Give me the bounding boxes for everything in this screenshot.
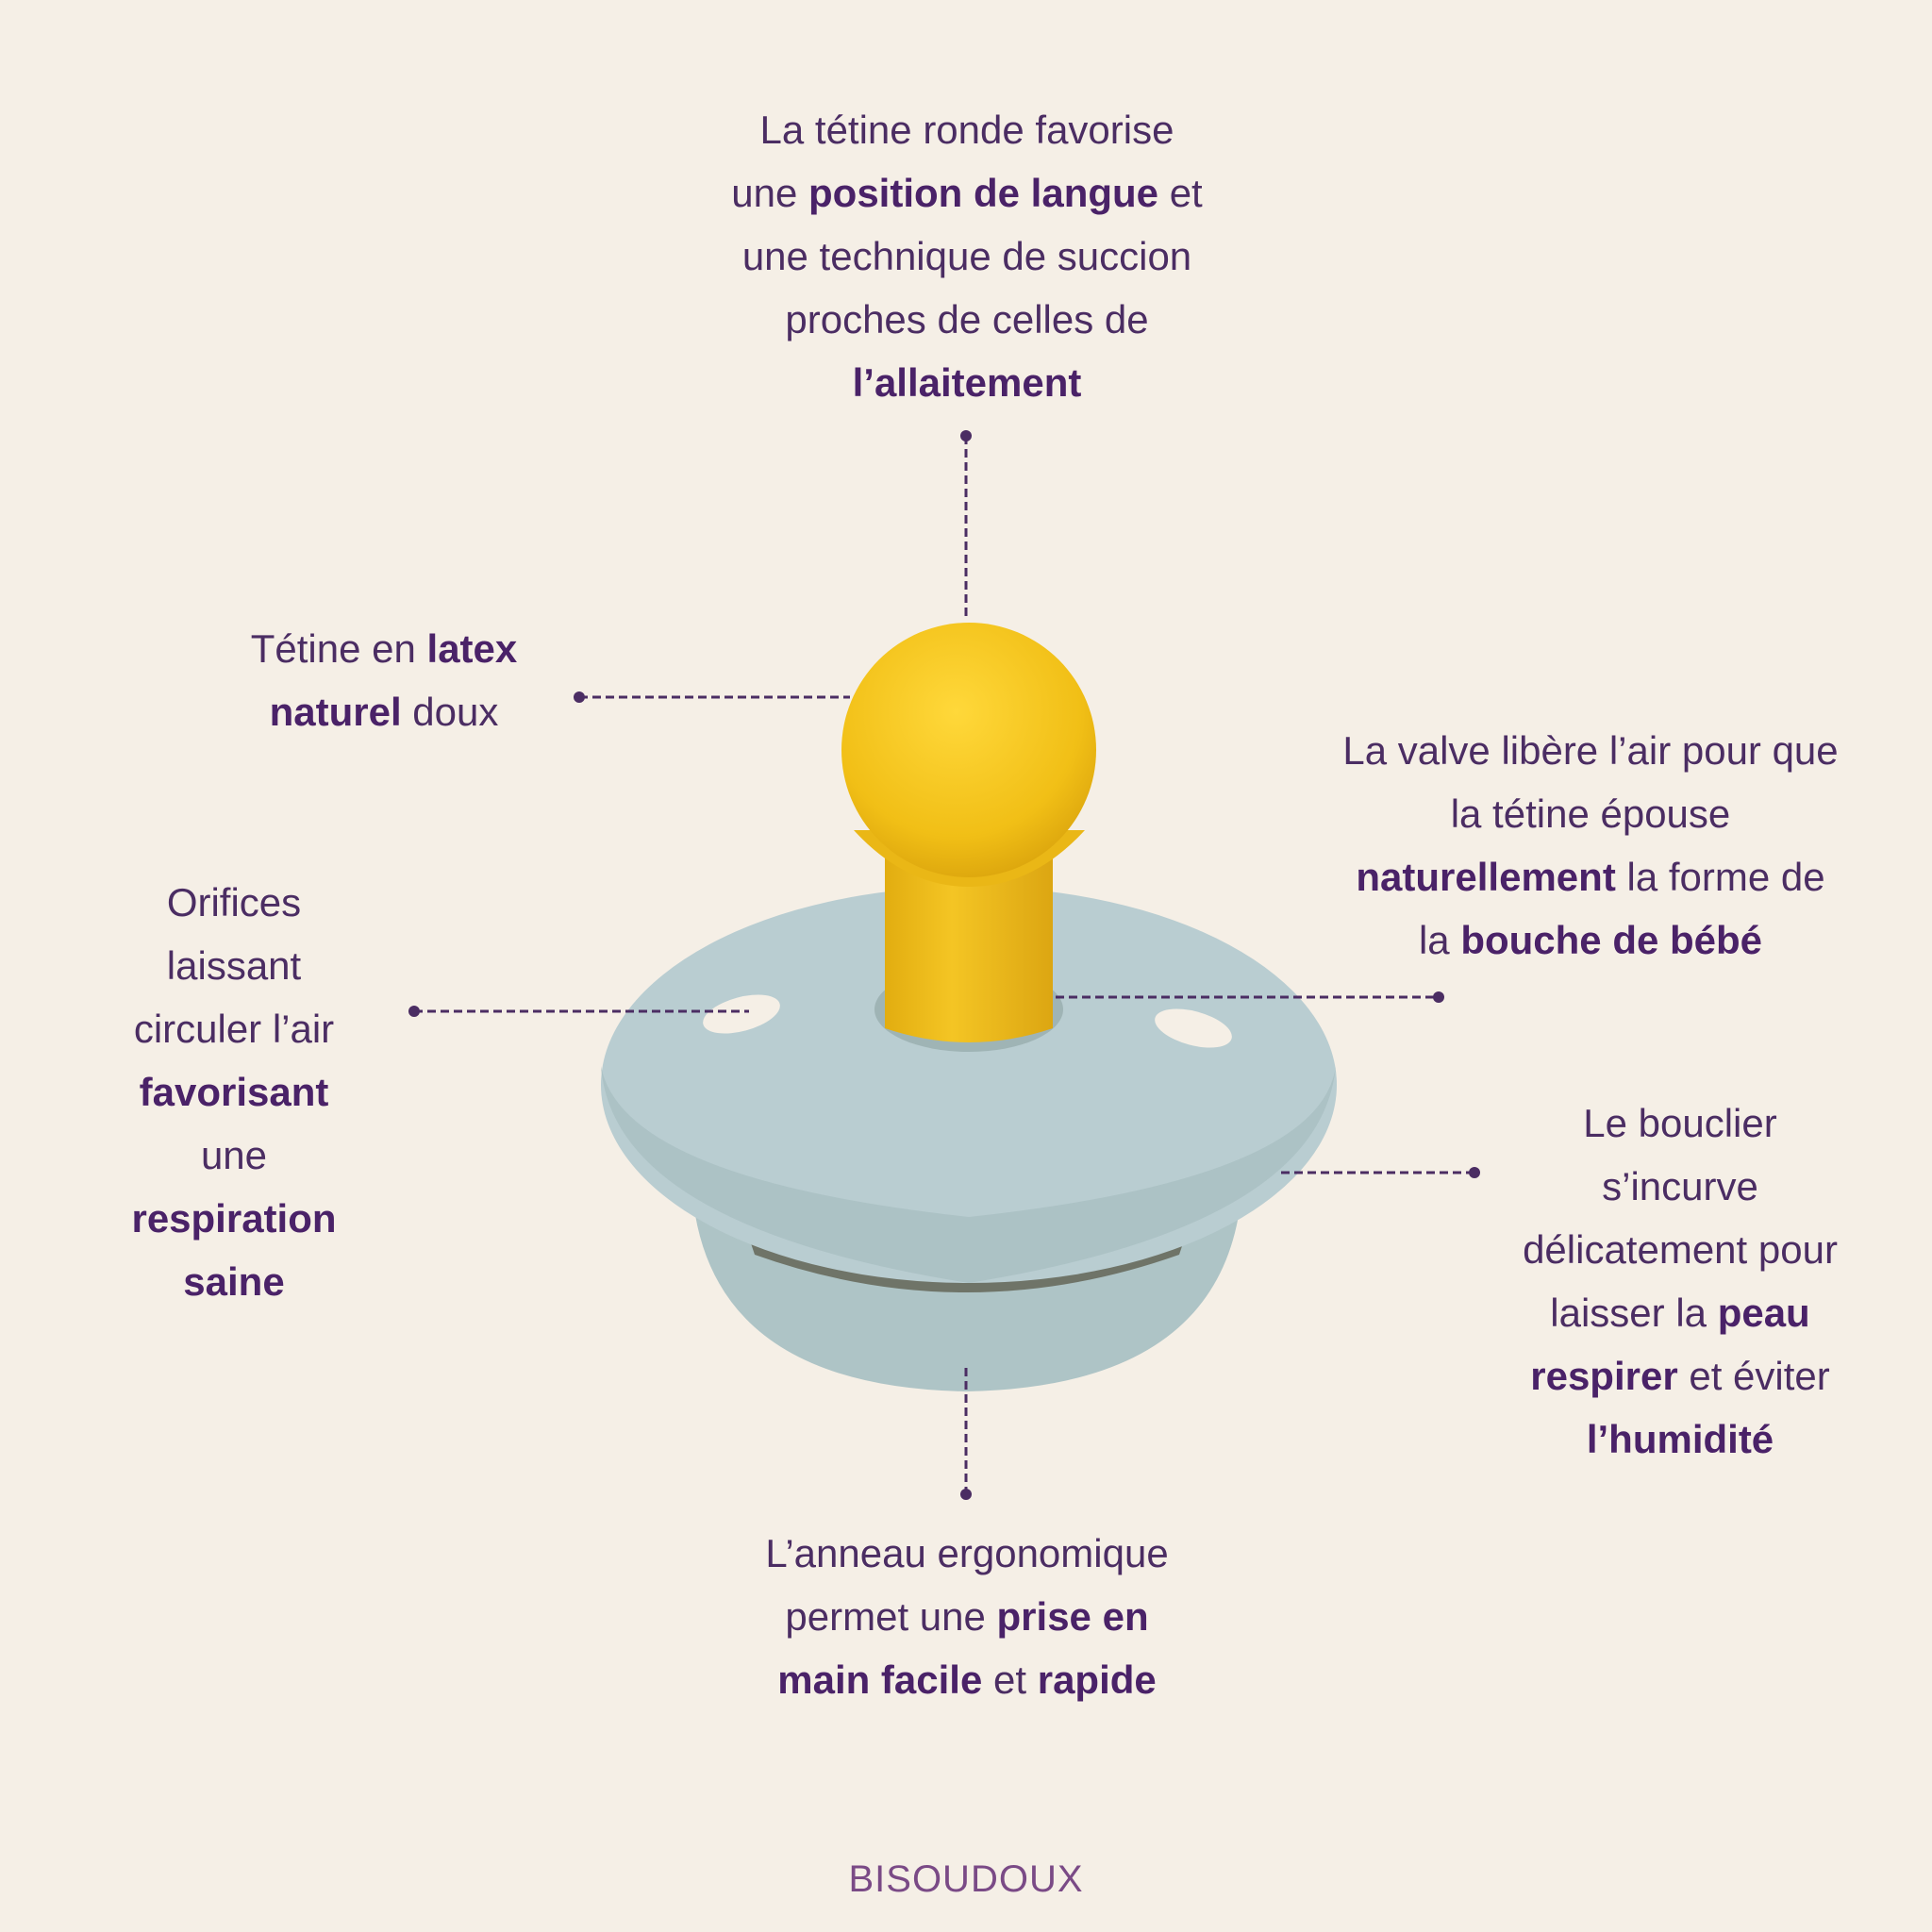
bold-text: main facile xyxy=(777,1657,983,1702)
callout-line: respirer et éviter xyxy=(1444,1344,1916,1407)
text: Le bouclier xyxy=(1583,1101,1777,1145)
bold-text: latex xyxy=(426,626,518,671)
callout-line: une technique de succion xyxy=(590,225,1344,288)
bold-text: l’allaitement xyxy=(852,360,1082,405)
text: la xyxy=(1418,918,1461,962)
callout-line: Tétine en latex xyxy=(195,617,573,680)
callout-line: naturellement la forme de xyxy=(1260,845,1921,908)
air-hole-right xyxy=(1155,1008,1232,1048)
bold-text: bouche de bébé xyxy=(1460,918,1763,962)
bold-text: position de langue xyxy=(808,171,1159,215)
text: la forme de xyxy=(1615,855,1825,899)
callout-line: respiration xyxy=(45,1187,423,1250)
callout-line: une position de langue et xyxy=(590,161,1344,225)
callout-line: circuler l’air xyxy=(45,997,423,1060)
bold-text: l’humidité xyxy=(1586,1417,1774,1461)
text: circuler l’air xyxy=(133,1007,335,1051)
callout-line: proches de celles de xyxy=(590,288,1344,351)
callout-line: main facile et rapide xyxy=(684,1648,1250,1711)
callout-line: permet une prise en xyxy=(684,1585,1250,1648)
callout-line: la tétine épouse xyxy=(1260,782,1921,845)
text: laisser la xyxy=(1550,1291,1718,1335)
text: L’anneau ergonomique xyxy=(765,1531,1169,1575)
bold-text: favorisant xyxy=(139,1070,329,1114)
text: et xyxy=(1158,171,1203,215)
text: La valve libère l’air pour que xyxy=(1342,728,1839,773)
text: Tétine en xyxy=(250,626,427,671)
callout-line: s’incurve xyxy=(1444,1155,1916,1218)
text: et éviter xyxy=(1677,1354,1830,1398)
callout-line: L’anneau ergonomique xyxy=(684,1522,1250,1585)
text: une xyxy=(200,1133,268,1177)
callout-line: la bouche de bébé xyxy=(1260,908,1921,972)
bold-text: peau xyxy=(1717,1291,1810,1335)
callout-line: l’allaitement xyxy=(590,351,1344,414)
text: laissant xyxy=(166,943,302,988)
text: s’incurve xyxy=(1602,1164,1758,1208)
callout-line: l’humidité xyxy=(1444,1407,1916,1471)
callout-round-nipple: La tétine ronde favorise une position de … xyxy=(590,98,1344,414)
text: et xyxy=(982,1657,1038,1702)
text: la tétine épouse xyxy=(1450,791,1731,836)
callout-line: délicatement pour xyxy=(1444,1218,1916,1281)
air-hole-left xyxy=(703,994,780,1034)
bold-text: prise en xyxy=(996,1594,1149,1639)
bold-text: rapide xyxy=(1037,1657,1157,1702)
text: une technique de succion xyxy=(741,234,1192,278)
bold-text: naturellement xyxy=(1356,855,1616,899)
callout-line: Le bouclier xyxy=(1444,1091,1916,1155)
bold-text: respirer xyxy=(1530,1354,1678,1398)
callout-line: une xyxy=(45,1124,423,1187)
bold-text: saine xyxy=(183,1259,285,1304)
pacifier-nipple xyxy=(841,623,1096,1042)
callout-curved-shield: Le bouclier s’incurve délicatement pour lai… xyxy=(1444,1091,1916,1471)
callout-line: laissant xyxy=(45,934,423,997)
bold-text: respiration xyxy=(131,1196,337,1241)
text: délicatement pour xyxy=(1523,1227,1838,1272)
text: La tétine ronde favorise xyxy=(759,108,1174,152)
callout-line: laisser la peau xyxy=(1444,1281,1916,1344)
leader-lines xyxy=(414,436,1474,1494)
callout-line: saine xyxy=(45,1250,423,1313)
bold-text: naturel xyxy=(269,690,402,734)
callout-line: La valve libère l’air pour que xyxy=(1260,719,1921,782)
text: une xyxy=(731,171,809,215)
text: Orifices xyxy=(166,880,302,924)
callout-line: Orifices xyxy=(45,871,423,934)
leader-dots xyxy=(408,430,1480,1500)
callout-air-holes: Orifices laissant circuler l’air favorisant… xyxy=(45,871,423,1313)
callout-line: naturel doux xyxy=(195,680,573,743)
text: doux xyxy=(401,690,499,734)
callout-line: favorisant xyxy=(45,1060,423,1124)
brand-logo: BISOUDOUX xyxy=(848,1858,1084,1900)
callout-line: La tétine ronde favorise xyxy=(590,98,1344,161)
callout-valve: La valve libère l’air pour que la tétine … xyxy=(1260,719,1921,972)
text: permet une xyxy=(785,1594,997,1639)
text: proches de celles de xyxy=(785,297,1149,341)
